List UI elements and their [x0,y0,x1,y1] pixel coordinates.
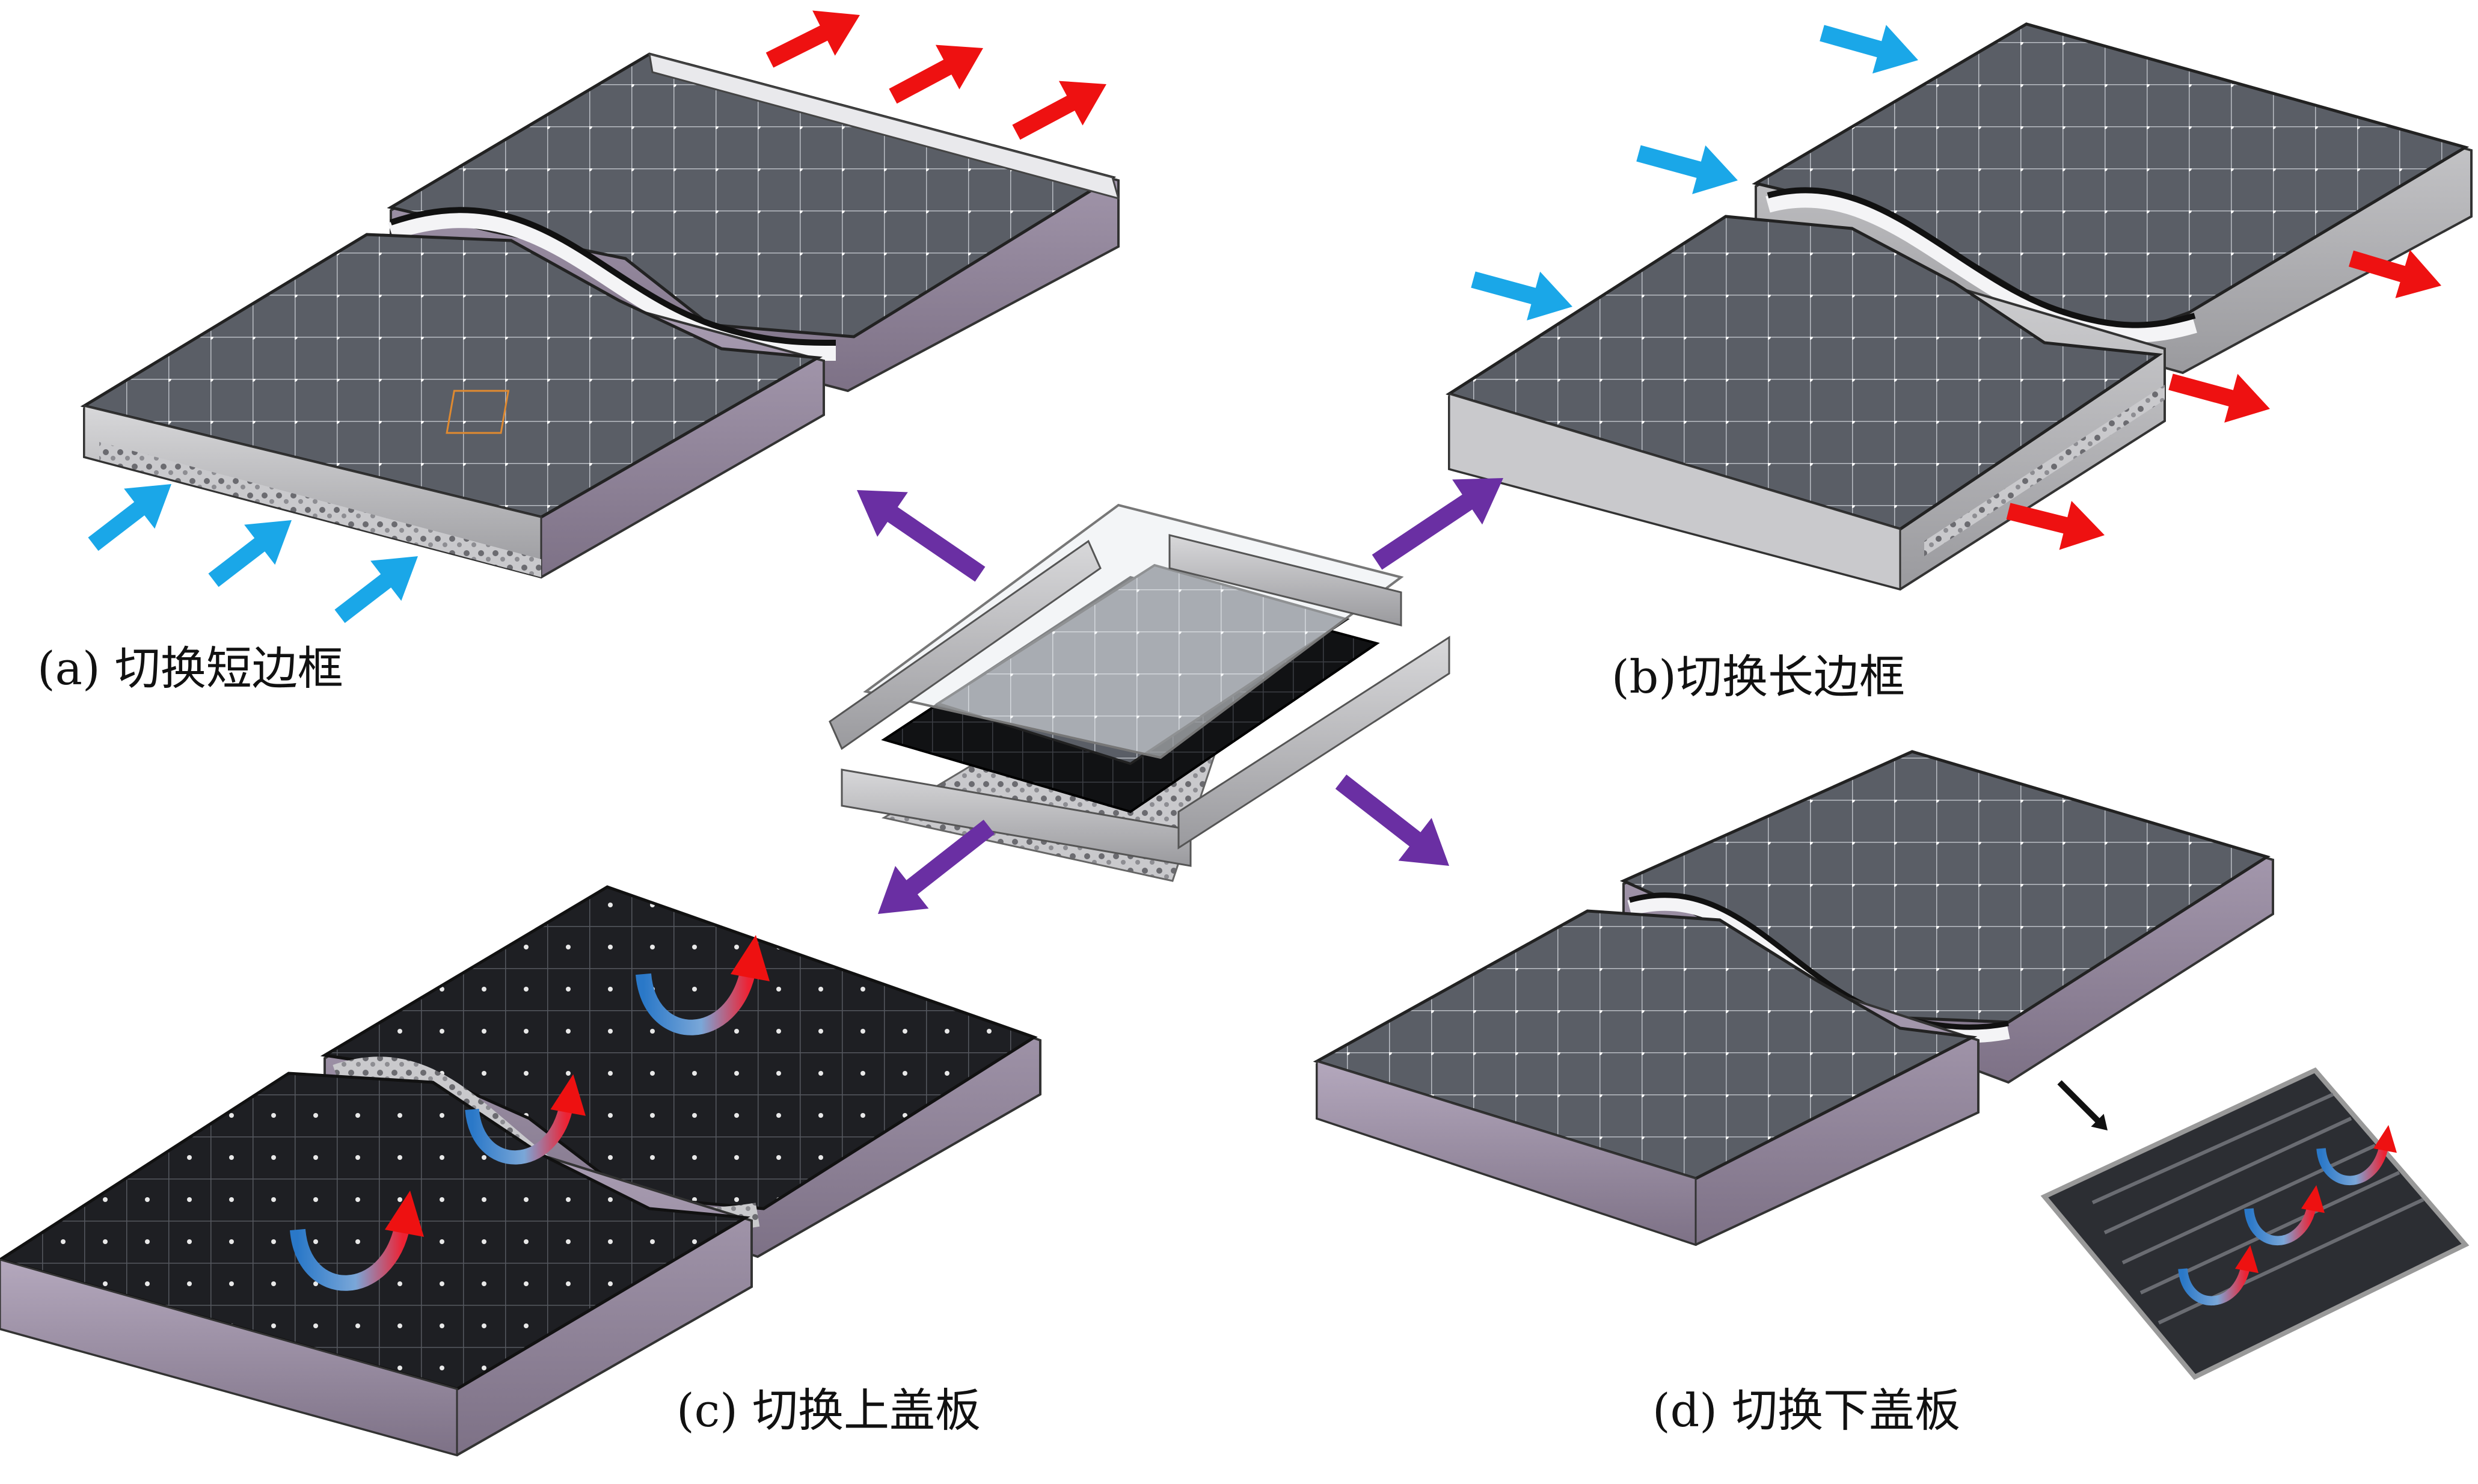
s-curve-gap-a [388,210,836,361]
airflow-c-2-head [550,1074,586,1116]
s-curve-gap-b [1765,191,2197,343]
panel-assembly-a [80,52,1120,579]
airflow-c-3-head [385,1191,424,1237]
panel-assembly-d [1313,750,2470,1380]
solar-panel-front-a [80,233,823,519]
bottom-frame-rail [841,768,1192,867]
hot-arrow-a-2 [1012,81,1106,140]
explode-arrow-tr [1372,478,1503,570]
airflow-d-3-head [2373,1125,2397,1153]
flow-arrows [88,10,2441,1306]
cold-arrow-b-0 [1820,25,1918,74]
hot-arrow-b-0 [2348,250,2441,298]
cold-arrow-a-1 [208,520,292,587]
top-frame-rail-right [1168,534,1402,627]
airflow-c-2 [465,1102,574,1165]
explode-arrow-bl [878,820,995,914]
cold-arrow-b-2 [1471,271,1572,320]
pointer-arrow-d [2057,1080,2108,1130]
cold-arrow-a-0 [88,484,171,551]
cold-arrow-b-1 [1636,145,1738,194]
hot-arrow-a-0 [765,10,860,68]
hot-arrow-a-1 [889,44,983,104]
airflow-d-3 [2316,1144,2389,1186]
side-frame-rail [1177,636,1450,850]
panel-assembly-b [1446,22,2473,591]
caption-c: (c) 切换上盖板 [676,1384,981,1437]
caption-a: (a) 切换短边框 [37,642,343,695]
caption-d: (d) 切换下盖板 [1652,1384,1960,1437]
hot-arrow-b-2 [2006,500,2105,550]
panel-assembly-c [0,885,1041,1457]
exploded-view-center [829,503,1450,882]
explode-arrow-br [1335,774,1449,866]
top-frame-rail-left [829,539,1102,750]
airflow-d-2 [2244,1204,2317,1246]
explode-arrow-tl [857,490,986,582]
airflow-c-1 [636,966,756,1035]
cold-arrow-a-2 [334,556,418,624]
solar-panel-front-b [1446,215,2164,531]
honeycomb-strip-a [99,442,541,577]
caption-b: (b)切换长边框 [1612,650,1905,704]
hot-arrow-b-1 [2168,373,2270,423]
airflow-c-1-head [731,935,770,981]
airflow-c-3 [290,1222,411,1291]
honeycomb-strip-b [1924,385,2165,556]
solar-panel-front-c [0,1072,750,1391]
airflow-d-1 [2178,1264,2251,1306]
airflow-d-2-head [2301,1185,2325,1213]
airflow-d-1-head [2235,1245,2259,1274]
